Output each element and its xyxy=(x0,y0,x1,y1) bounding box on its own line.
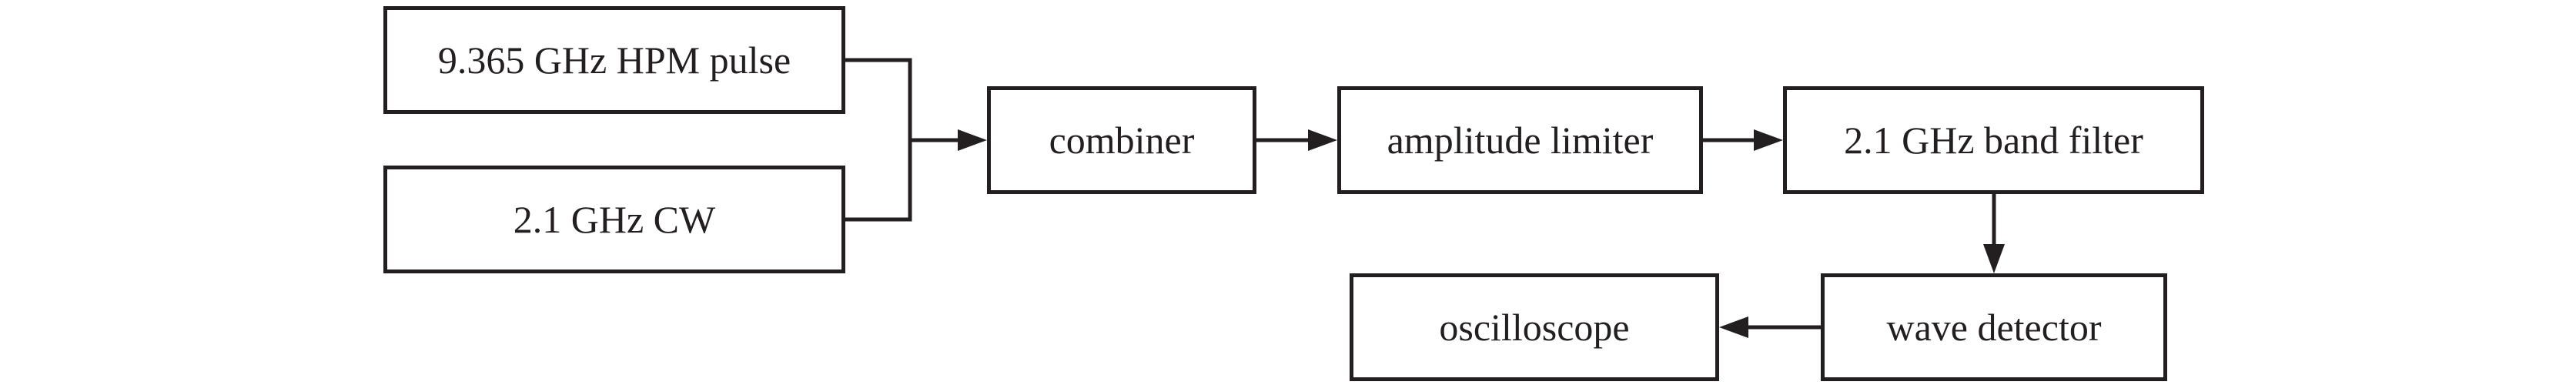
band-filter-box: 2.1 GHz band filter xyxy=(1783,86,2204,194)
arrowhead-band-filter xyxy=(1754,129,1783,151)
connector-cw-to-combiner xyxy=(845,140,912,222)
oscilloscope-box: oscilloscope xyxy=(1350,273,1719,381)
wave-detector-label: wave detector xyxy=(1886,306,2102,349)
arrowhead-combiner xyxy=(958,129,987,151)
amplitude-limiter-box: amplitude limiter xyxy=(1337,86,1703,194)
hpm-pulse-source-label: 9.365 GHz HPM pulse xyxy=(437,38,791,82)
combiner-label: combiner xyxy=(1049,119,1195,162)
band-filter-label: 2.1 GHz band filter xyxy=(1844,119,2143,162)
amplitude-limiter-label: amplitude limiter xyxy=(1387,119,1654,162)
oscilloscope-label: oscilloscope xyxy=(1439,306,1630,349)
arrowhead-limiter xyxy=(1308,129,1337,151)
combiner-box: combiner xyxy=(987,86,1256,194)
connector-pulse-to-combiner xyxy=(845,58,912,140)
wave-detector-box: wave detector xyxy=(1821,273,2167,381)
arrowhead-detector xyxy=(1983,244,2005,273)
arrowhead-oscilloscope xyxy=(1719,316,1748,338)
cw-source-box: 2.1 GHz CW xyxy=(383,166,845,273)
cw-source-label: 2.1 GHz CW xyxy=(513,198,716,241)
hpm-pulse-source-box: 9.365 GHz HPM pulse xyxy=(383,6,845,114)
